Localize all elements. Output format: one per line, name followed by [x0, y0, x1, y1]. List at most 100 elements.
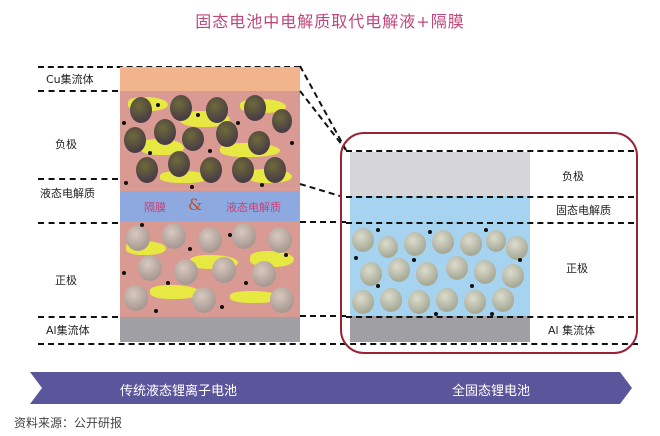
li-ion-dot: [154, 309, 158, 313]
dash-line-right-cathode-bottom: [346, 316, 634, 318]
cathode-particle: [474, 260, 496, 284]
dash-line-right-anode-bottom: [346, 196, 634, 198]
li-ion-dot: [228, 233, 232, 237]
cathode-particle: [198, 227, 222, 253]
li-ion-dot: [260, 183, 264, 187]
li-ion-dot: [412, 258, 416, 262]
cathode-particle: [378, 236, 398, 258]
li-ion-dot: [122, 271, 126, 275]
cathode-particle: [506, 236, 528, 260]
li-ion-dot: [190, 185, 194, 189]
solid-state-highlight-box: [340, 132, 638, 354]
graphite-particle: [130, 97, 152, 123]
cathode-particle: [502, 264, 524, 288]
cathode-particle: [492, 288, 514, 312]
source-note: 资料来源：公开研报: [14, 416, 123, 430]
label-solid-electrolyte: 固态电解质: [556, 204, 611, 217]
li-ion-dot: [290, 141, 294, 145]
cathode-particle: [416, 262, 438, 286]
graphite-particle: [264, 157, 286, 183]
label-right-al-collector: Al 集流体: [548, 324, 596, 337]
li-ion-dot: [188, 247, 192, 251]
label-liquid-electrolyte: 液态电解质: [40, 187, 95, 200]
cathode-particle: [126, 225, 150, 251]
li-ion-dot: [122, 121, 126, 125]
cathode-particle: [436, 288, 458, 312]
cu-collector-layer: [120, 67, 300, 91]
li-ion-dot: [470, 284, 474, 288]
liquid-electrolyte-band-label: 液态电解质: [226, 201, 281, 214]
graphite-particle: [244, 95, 266, 121]
cathode-particle: [404, 232, 426, 256]
label-right-anode: 负极: [562, 170, 584, 183]
graphite-particle: [124, 127, 146, 153]
anode-layer: [120, 91, 300, 191]
anode-gray-layer: [350, 152, 530, 196]
binder-blob: [150, 285, 200, 299]
cathode-layer: [120, 221, 300, 317]
cathode-particle: [464, 290, 486, 314]
binder-blob: [230, 291, 280, 303]
graphite-particle: [216, 121, 238, 147]
banner-label-solid-battery: 全固态锂电池: [452, 384, 531, 399]
al-collector-layer: [350, 316, 530, 342]
li-ion-dot: [140, 223, 144, 227]
li-ion-dot: [284, 253, 288, 257]
dash-line-anode-bottom: [38, 178, 118, 180]
li-ion-dot: [376, 228, 380, 232]
li-ion-dot: [148, 151, 152, 155]
cathode-particle: [192, 287, 216, 313]
li-ion-dot: [518, 258, 522, 262]
banner-label-liquid-battery: 传统液态锂离子电池: [120, 384, 238, 399]
li-ion-dot: [124, 181, 128, 185]
li-ion-dot: [490, 312, 494, 316]
cathode-particle: [388, 258, 410, 282]
cathode-particle: [232, 223, 256, 249]
graphite-particle: [200, 157, 222, 183]
comparison-arrow-banner: [30, 372, 632, 404]
li-ion-dot: [434, 312, 438, 316]
li-ion-dot: [196, 113, 200, 117]
cathode-particle: [270, 287, 294, 313]
cathode-particle: [432, 230, 454, 254]
cathode-particle: [252, 261, 276, 287]
dash-line-cu-bottom: [38, 90, 118, 92]
label-anode: 负极: [55, 138, 77, 151]
cathode-particle: [352, 290, 374, 314]
cathode-particle: [446, 256, 468, 280]
separator-layer: 隔膜 & 液态电解质: [120, 191, 300, 221]
cathode-particle: [460, 232, 482, 256]
cathode-particle: [360, 262, 382, 286]
cathode-particle: [124, 285, 148, 311]
cathode-particle: [162, 223, 186, 249]
cathode-particle: [380, 288, 402, 312]
label-cu-collector: Cu集流体: [46, 73, 94, 86]
li-ion-dot: [236, 121, 240, 125]
cathode-particle: [486, 230, 506, 252]
cathode-particle: [268, 227, 292, 253]
cathode-particle: [408, 290, 430, 314]
dash-line-right-electrolyte-bottom: [346, 222, 634, 224]
graphite-particle: [170, 95, 192, 121]
graphite-particle: [206, 97, 228, 123]
graphite-particle: [136, 157, 158, 183]
label-right-cathode: 正极: [566, 262, 588, 275]
graphite-particle: [168, 151, 190, 177]
graphite-particle: [272, 109, 292, 133]
liquid-battery-cell: 隔膜 & 液态电解质: [120, 67, 300, 342]
li-ion-dot: [166, 281, 170, 285]
separator-label: 隔膜: [144, 201, 166, 214]
dash-line-bottom: [38, 343, 638, 345]
li-ion-dot: [484, 228, 488, 232]
li-ion-dot: [220, 305, 224, 309]
graphite-particle: [182, 127, 204, 151]
diagram-title: 固态电池中电解质取代电解液+隔膜: [195, 12, 465, 31]
graphite-particle: [232, 157, 254, 183]
graphite-particle: [154, 119, 176, 145]
dash-line-right-top: [346, 150, 634, 152]
li-ion-dot: [208, 149, 212, 153]
li-ion-dot: [354, 256, 358, 260]
cathode-particle: [212, 257, 236, 283]
label-cathode: 正极: [55, 274, 77, 287]
cathode-particle: [174, 259, 198, 285]
